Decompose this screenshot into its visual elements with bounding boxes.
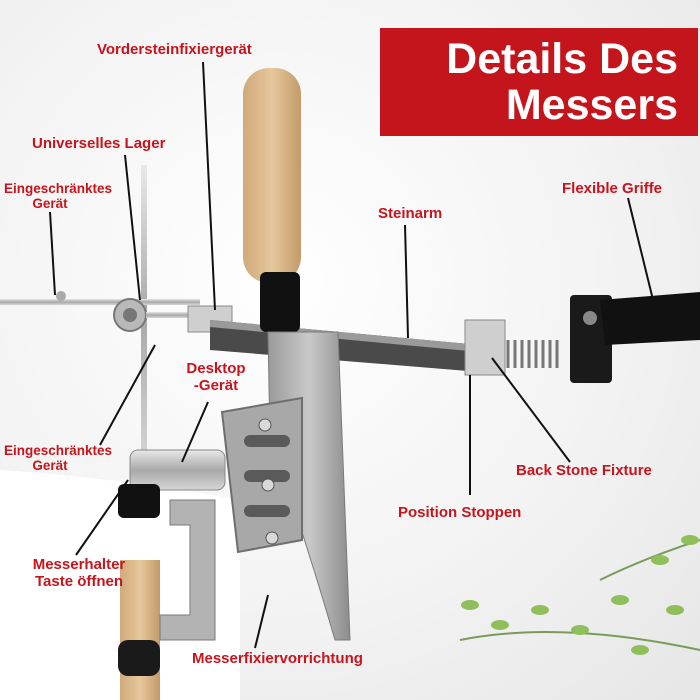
clamp-knob: [118, 640, 160, 676]
label-desktop-geraet: Desktop -Gerät: [178, 360, 254, 394]
handle-block: [570, 295, 612, 383]
rod-clamp: [56, 291, 66, 301]
label-messerhalter-line-2: Taste öffnen: [34, 573, 124, 590]
label-eingeschraenktes-geraet-bottom: Eingeschränktes Gerät: [4, 443, 113, 473]
label-eingeschraenktes-geraet-bottom-line-1: Eingeschränktes: [4, 443, 113, 458]
horizontal-rod: [0, 299, 200, 305]
label-desktop-geraet-line-1: Desktop: [186, 360, 246, 377]
label-flexible-griffe: Flexible Griffe: [562, 180, 663, 197]
c-clamp: [159, 499, 216, 641]
knife-handle: [243, 68, 301, 283]
title-line-2: Messers: [505, 81, 678, 129]
label-eingeschraenktes-geraet-top-line-2: Gerät: [32, 196, 68, 211]
knife-bolster: [260, 272, 300, 332]
title-line-1: Details Des: [446, 35, 678, 83]
label-eingeschraenktes-geraet-bottom-line-2: Gerät: [32, 458, 68, 473]
label-eingeschraenktes-geraet-top-line-1: Eingeschränktes: [4, 181, 113, 196]
label-universelles-lager: Universelles Lager: [32, 135, 166, 152]
label-back-stone-fixture: Back Stone Fixture: [516, 462, 652, 479]
table-leg: [120, 560, 160, 700]
label-messerfixiervorrichtung: Messerfixiervorrichtung: [192, 650, 363, 667]
leader-lines: [49, 61, 656, 649]
label-messerhalter-taste-oeffnen: Messerhalter Taste öffnen: [20, 556, 138, 590]
label-steinarm: Steinarm: [378, 205, 443, 222]
spring: [506, 340, 559, 368]
desktop-device: [129, 449, 226, 491]
label-messerhalter-line-1: Messerhalter: [32, 556, 126, 573]
label-position-stoppen: Position Stoppen: [398, 504, 522, 521]
holder-button: [118, 484, 160, 518]
label-desktop-geraet-line-2: -Gerät: [193, 377, 239, 394]
label-eingeschraenktes-geraet-top: Eingeschränktes Gerät: [4, 181, 113, 211]
title-banner: Details Des Messers: [380, 28, 698, 136]
plant-decoration: [459, 535, 700, 655]
handle-grip: [600, 292, 700, 345]
label-vordersteinfixiergeraet: Vordersteinfixiergerät: [97, 41, 252, 58]
